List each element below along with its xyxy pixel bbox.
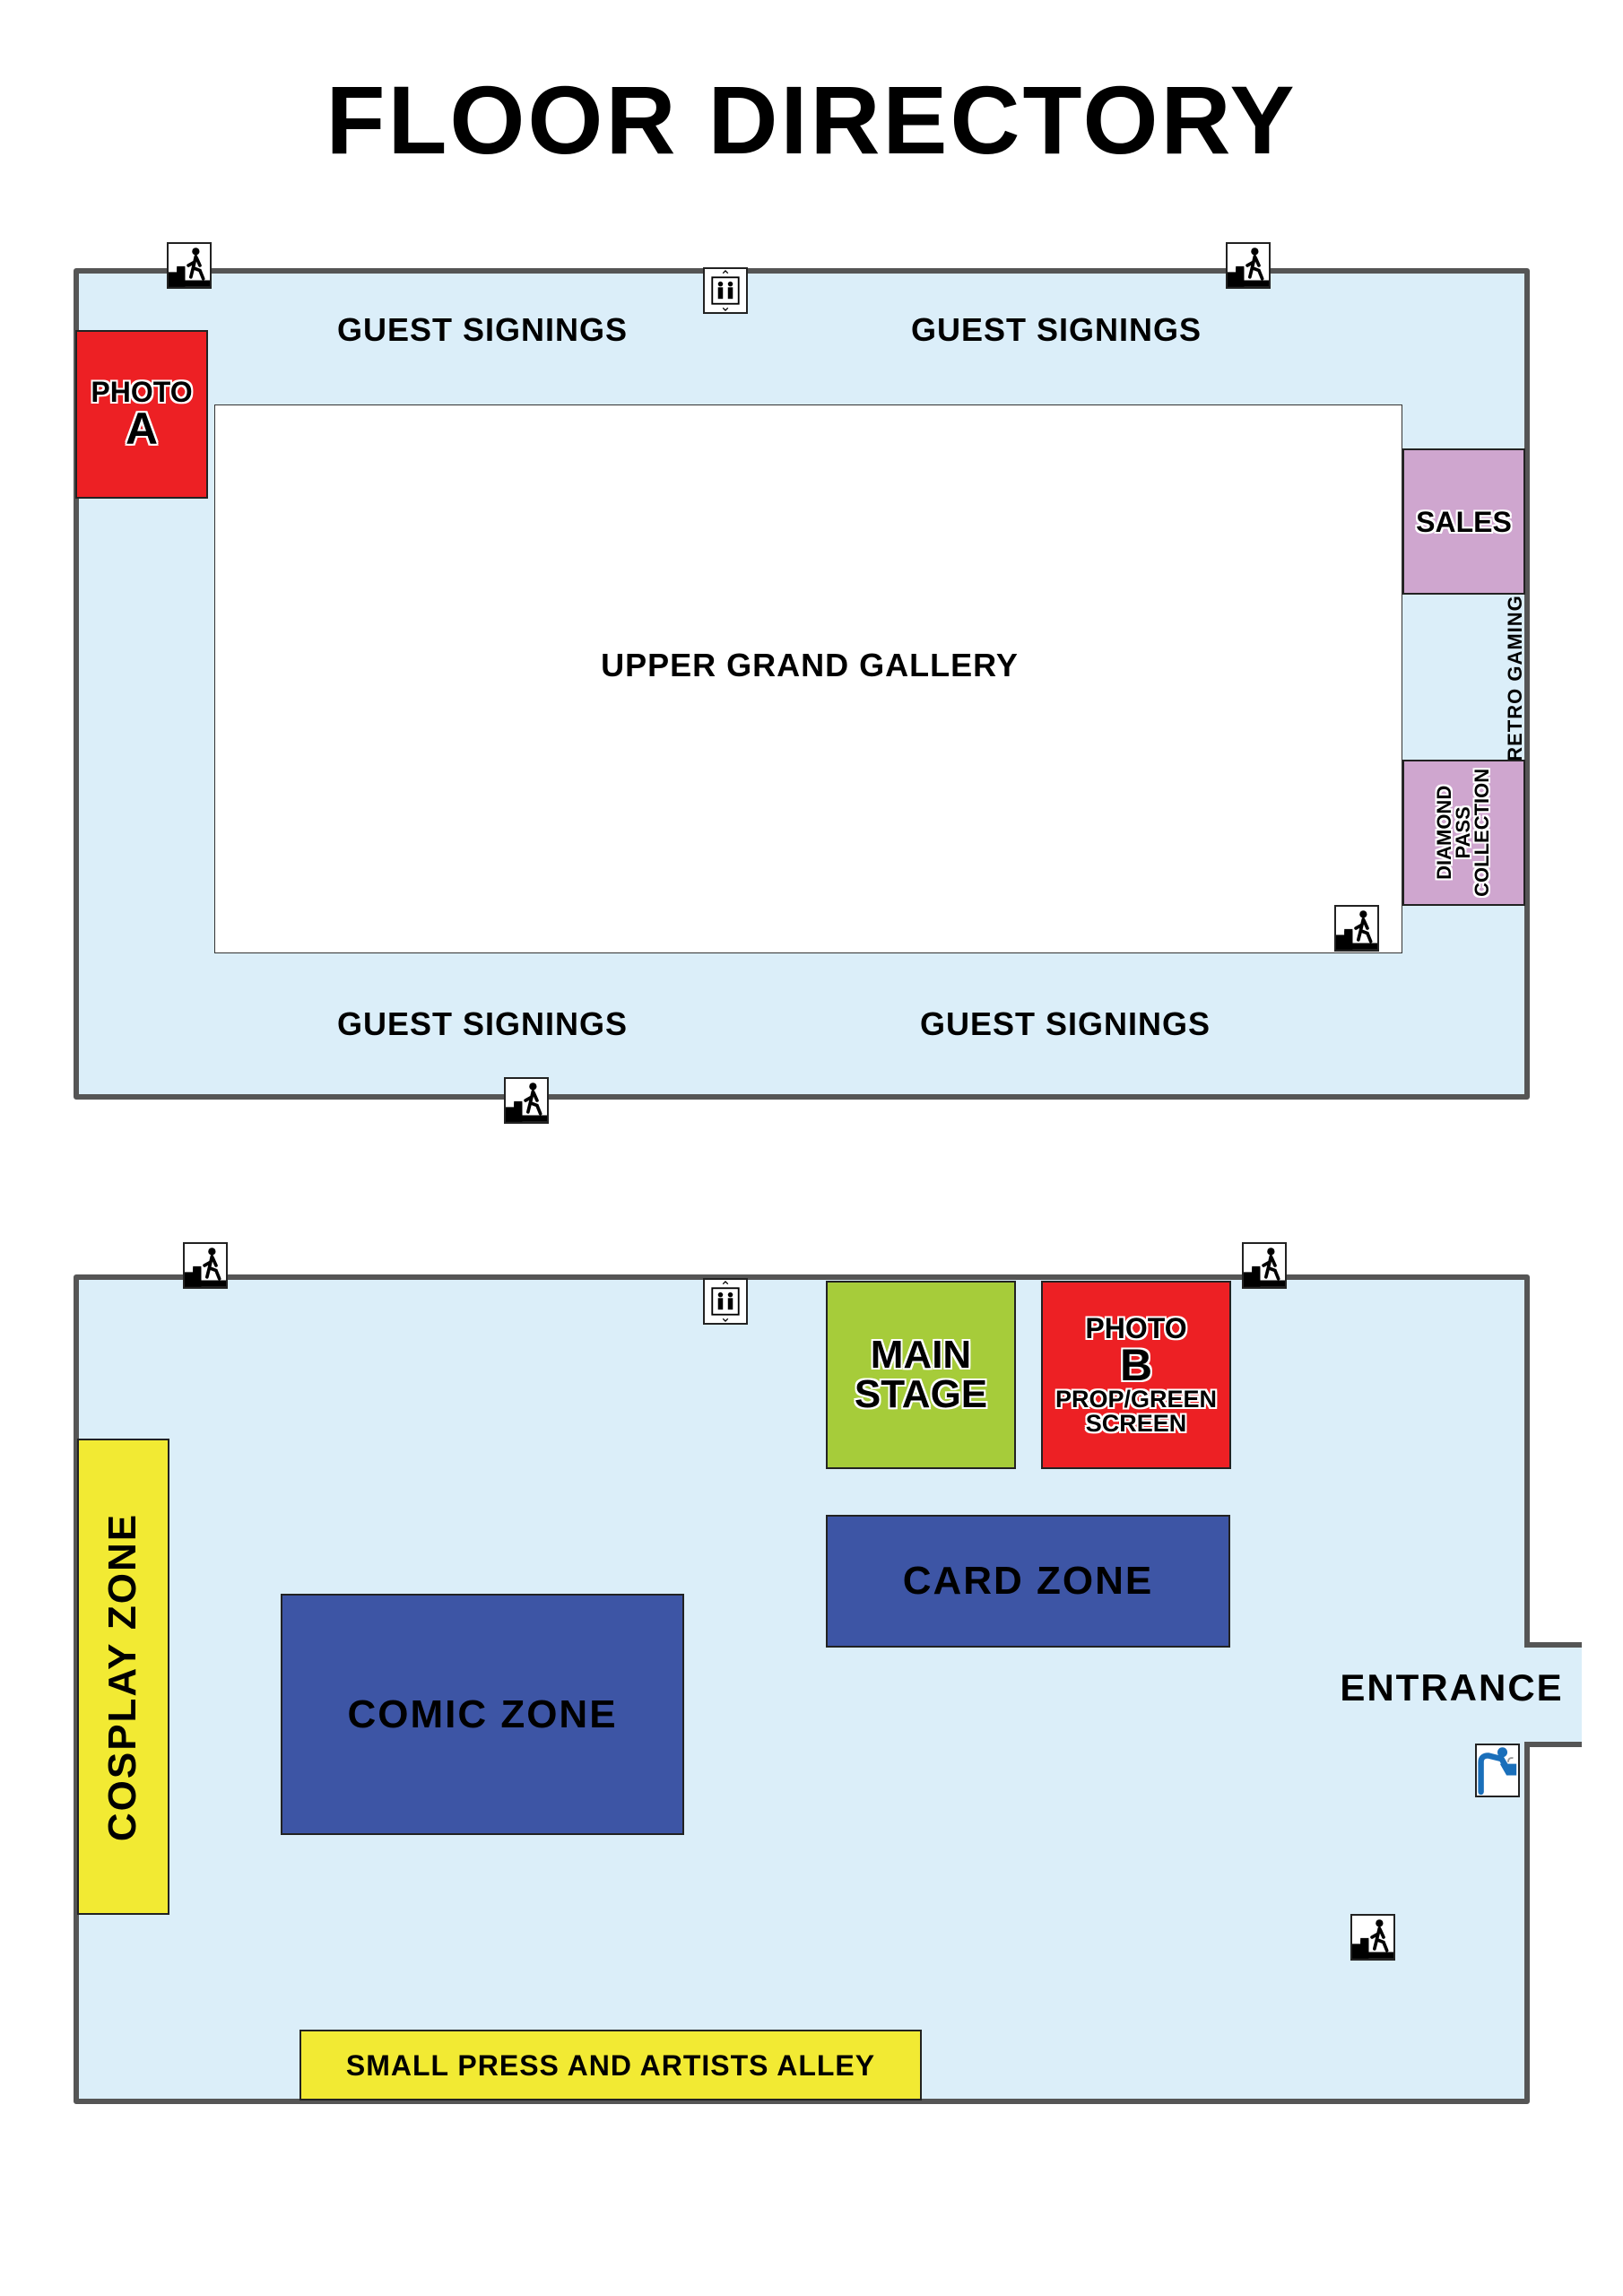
retro-gaming-label: RETRO GAMING [1504, 595, 1526, 761]
photo-a-label: PHOTO [91, 376, 193, 408]
photo-a-letter: A [125, 404, 159, 454]
elevator-icon [703, 1278, 748, 1325]
stairs-icon [1226, 242, 1271, 289]
comic-zone[interactable]: COMIC ZONE [281, 1594, 684, 1835]
collection-label: COLLECTION [1470, 768, 1493, 897]
stairs-icon [1350, 1914, 1395, 1961]
card-zone-label: CARD ZONE [902, 1559, 1154, 1603]
comic-zone-label: COMIC ZONE [347, 1692, 618, 1736]
stairs-icon [504, 1077, 549, 1124]
main-stage-label: MAIN [870, 1333, 972, 1377]
stairs-icon [167, 242, 212, 289]
entrance-label: ENTRANCE [1340, 1666, 1564, 1709]
photo-b-label: PHOTO [1085, 1312, 1187, 1344]
main-stage-zone[interactable]: MAIN STAGE [826, 1281, 1016, 1469]
stairs-icon [183, 1242, 228, 1289]
page-title: FLOOR DIRECTORY [325, 65, 1298, 174]
stairs-icon [1334, 905, 1379, 952]
photo-a-zone[interactable]: PHOTO A [75, 330, 208, 499]
water-fountain-icon [1475, 1744, 1520, 1797]
upper-grand-gallery-label: UPPER GRAND GALLERY [601, 647, 1019, 683]
main-stage-label: STAGE [854, 1372, 988, 1416]
elevator-icon [703, 267, 748, 314]
small-press-artists-alley-zone[interactable]: SMALL PRESS AND ARTISTS ALLEY [299, 2030, 922, 2100]
card-zone[interactable]: CARD ZONE [826, 1515, 1230, 1648]
screen-label: SCREEN [1085, 1410, 1187, 1437]
guest-signings-label: GUEST SIGNINGS [910, 311, 1202, 348]
guest-signings-label: GUEST SIGNINGS [336, 1005, 629, 1042]
upper-grand-gallery-area[interactable] [214, 404, 1402, 953]
entrance-notch [1524, 1642, 1582, 1747]
photo-b-zone[interactable]: PHOTO B PROP/GREEN SCREEN [1041, 1281, 1231, 1469]
guest-signings-label: GUEST SIGNINGS [336, 311, 629, 348]
prop-green-label: PROP/GREEN [1055, 1386, 1218, 1413]
guest-signings-label: GUEST SIGNINGS [919, 1005, 1211, 1042]
sales-label: SALES [1416, 505, 1512, 538]
small-press-label: SMALL PRESS AND ARTISTS ALLEY [345, 2048, 876, 2082]
cosplay-zone[interactable]: COSPLAY ZONE [77, 1439, 169, 1915]
stairs-icon [1242, 1242, 1287, 1289]
diamond-pass-collection-zone[interactable]: DIAMOND PASS COLLECTION [1402, 760, 1525, 906]
photo-b-letter: B [1119, 1340, 1153, 1390]
cosplay-zone-label: COSPLAY ZONE [100, 1512, 145, 1841]
sales-zone[interactable]: SALES [1402, 448, 1525, 595]
